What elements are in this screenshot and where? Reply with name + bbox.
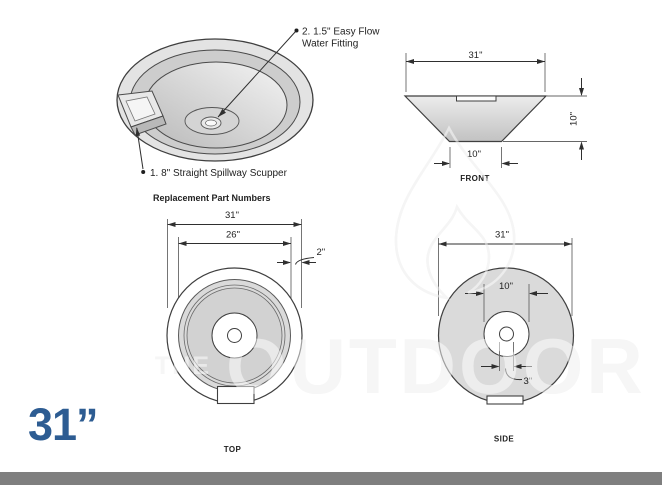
water-fitting-hole xyxy=(205,119,217,127)
side-fitting-hole xyxy=(499,326,514,342)
side-view: 31" 10" 3" SIDE xyxy=(437,230,575,444)
top-dim-rim: 2" xyxy=(317,247,326,258)
perspective-view: 2. 1.5" Easy Flow Water Fitting 1. 8" St… xyxy=(116,27,380,179)
front-fitting-notch xyxy=(456,95,497,102)
side-dim-hole: 3" xyxy=(524,376,533,387)
fitting-callout: 2. 1.5" Easy Flow Water Fitting xyxy=(217,27,380,118)
top-fitting-hole xyxy=(227,328,242,343)
side-dim-opening: 10" xyxy=(499,281,513,292)
front-dim-top: 31" xyxy=(469,50,483,61)
watermark-outdoor: OUTDOOR xyxy=(226,322,646,410)
side-dim-outer: 31" xyxy=(495,230,509,241)
top-dim-outer: 31" xyxy=(225,210,239,221)
product-size-label: 31” xyxy=(28,399,99,450)
front-view-label: FRONT xyxy=(460,174,490,183)
watermark-the: THE xyxy=(155,352,211,380)
footer-bar xyxy=(0,472,662,485)
front-dim-bottom: 10" xyxy=(467,149,481,160)
top-scupper-rect xyxy=(216,385,255,405)
side-scupper-rect xyxy=(486,395,524,405)
scupper-label: 1. 8" Straight Spillway Scupper xyxy=(150,168,288,179)
front-dim-height: 10" xyxy=(569,112,580,126)
scupper-callout: 1. 8" Straight Spillway Scupper xyxy=(135,127,288,179)
top-view-label: TOP xyxy=(224,445,242,454)
side-view-label: SIDE xyxy=(494,435,515,444)
fitting-label-line2: Water Fitting xyxy=(302,39,358,50)
front-body xyxy=(403,95,548,143)
top-view: 31" 26" 2" TOP xyxy=(166,210,326,454)
top-dim-inner: 26" xyxy=(226,230,240,241)
scupper-spout xyxy=(117,90,167,136)
fitting-label-line1: 2. 1.5" Easy Flow xyxy=(302,27,380,38)
section-heading: Replacement Part Numbers xyxy=(153,193,271,203)
front-view: 31" 10" 10" FRONT xyxy=(403,50,587,183)
